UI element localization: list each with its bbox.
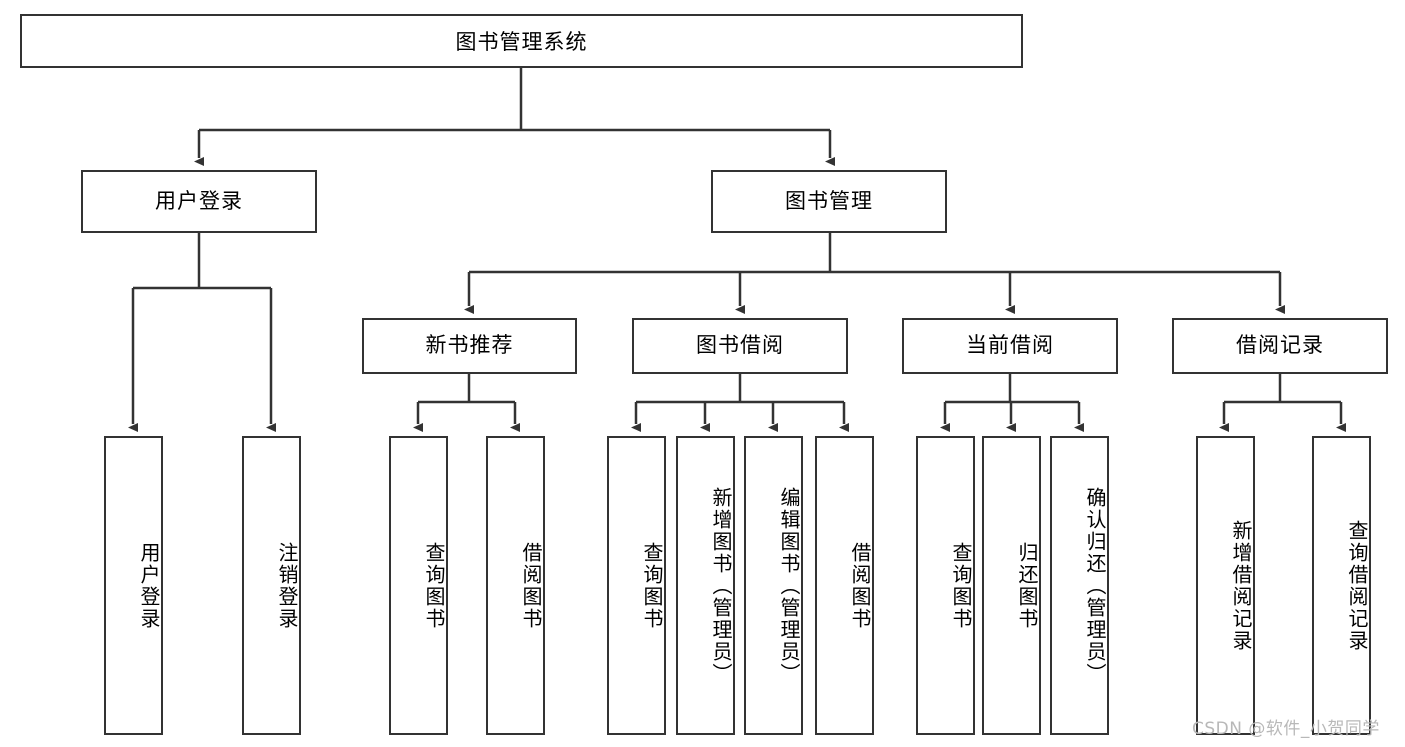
node-leaf-query-book-3-label: 查询图书 — [949, 541, 973, 630]
node-leaf-add-book[interactable]: 新增图书（管理员） — [676, 436, 735, 735]
csdn-watermark: CSDN @软件_小贺同学 — [1192, 719, 1380, 739]
node-leaf-edit-book-label: 编辑图书（管理员） — [777, 486, 801, 685]
node-borrow-record[interactable]: 借阅记录 — [1172, 318, 1388, 374]
node-book-manage-label: 图书管理 — [785, 188, 873, 213]
node-leaf-edit-book[interactable]: 编辑图书（管理员） — [744, 436, 803, 735]
node-leaf-logout-label: 注销登录 — [275, 541, 299, 630]
node-leaf-add-record[interactable]: 新增借阅记录 — [1196, 436, 1255, 735]
node-leaf-user-login-label: 用户登录 — [137, 541, 161, 630]
node-root[interactable]: 图书管理系统 — [20, 14, 1023, 68]
node-leaf-query-book-3[interactable]: 查询图书 — [916, 436, 975, 735]
node-leaf-borrow-book-1[interactable]: 借阅图书 — [486, 436, 545, 735]
node-user-login-label: 用户登录 — [155, 188, 243, 213]
node-leaf-borrow-book-2-label: 借阅图书 — [848, 541, 872, 630]
node-leaf-add-book-label: 新增图书（管理员） — [709, 486, 733, 685]
node-leaf-query-record-label: 查询借阅记录 — [1345, 519, 1369, 652]
node-leaf-logout[interactable]: 注销登录 — [242, 436, 301, 735]
node-borrow-record-label: 借阅记录 — [1236, 333, 1324, 358]
node-book-borrow[interactable]: 图书借阅 — [632, 318, 848, 374]
node-leaf-query-book-1-label: 查询图书 — [422, 541, 446, 630]
node-leaf-confirm-return-label: 确认归还（管理员） — [1083, 486, 1107, 685]
node-leaf-query-book-2-label: 查询图书 — [640, 541, 664, 630]
node-leaf-borrow-book-2[interactable]: 借阅图书 — [815, 436, 874, 735]
node-leaf-return-book[interactable]: 归还图书 — [982, 436, 1041, 735]
node-book-manage[interactable]: 图书管理 — [711, 170, 947, 233]
node-current-borrow[interactable]: 当前借阅 — [902, 318, 1118, 374]
node-leaf-query-book-2[interactable]: 查询图书 — [607, 436, 666, 735]
node-new-book-rec[interactable]: 新书推荐 — [362, 318, 577, 374]
node-leaf-return-book-label: 归还图书 — [1015, 541, 1039, 630]
node-user-login[interactable]: 用户登录 — [81, 170, 317, 233]
node-leaf-query-book-1[interactable]: 查询图书 — [389, 436, 448, 735]
node-current-borrow-label: 当前借阅 — [966, 333, 1054, 358]
node-new-book-rec-label: 新书推荐 — [425, 333, 514, 358]
node-leaf-confirm-return[interactable]: 确认归还（管理员） — [1050, 436, 1109, 735]
node-leaf-add-record-label: 新增借阅记录 — [1229, 519, 1253, 652]
node-leaf-borrow-book-1-label: 借阅图书 — [519, 541, 543, 630]
node-root-label: 图书管理系统 — [455, 30, 588, 54]
node-leaf-query-record[interactable]: 查询借阅记录 — [1312, 436, 1371, 735]
node-leaf-user-login[interactable]: 用户登录 — [104, 436, 163, 735]
node-book-borrow-label: 图书借阅 — [696, 333, 784, 358]
